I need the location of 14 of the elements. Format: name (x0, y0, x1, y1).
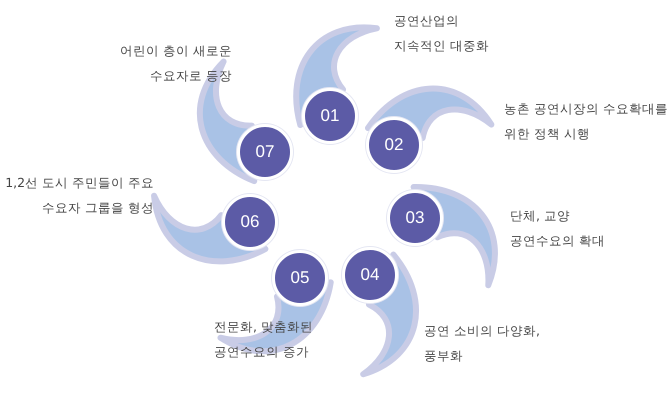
number-circle: 03 (387, 190, 443, 246)
number-circle: 04 (342, 247, 398, 303)
number-circle: 06 (222, 194, 278, 250)
description-text: 전문화, 맞춤화된 공연수요의 증가 (214, 318, 314, 361)
description-text: 농촌 공연시장의 수요확대를 위한 정책 시행 (504, 100, 669, 143)
number-circle: 07 (237, 124, 293, 180)
number-circle: 02 (366, 117, 422, 173)
description-text: 단체, 교양 공연수요의 확대 (510, 207, 606, 250)
description-text: 공연 소비의 다양화, 풍부화 (424, 322, 541, 365)
description-text: 1,2선 도시 주민들이 주요 수요자 그룹을 형성 (4, 174, 154, 217)
number-circle: 05 (272, 250, 328, 306)
number-circle: 01 (302, 88, 358, 144)
description-text: 어린이 층이 새로운 수요자로 등장 (119, 42, 232, 85)
description-text: 공연산업의 지속적인 대중화 (394, 12, 490, 55)
